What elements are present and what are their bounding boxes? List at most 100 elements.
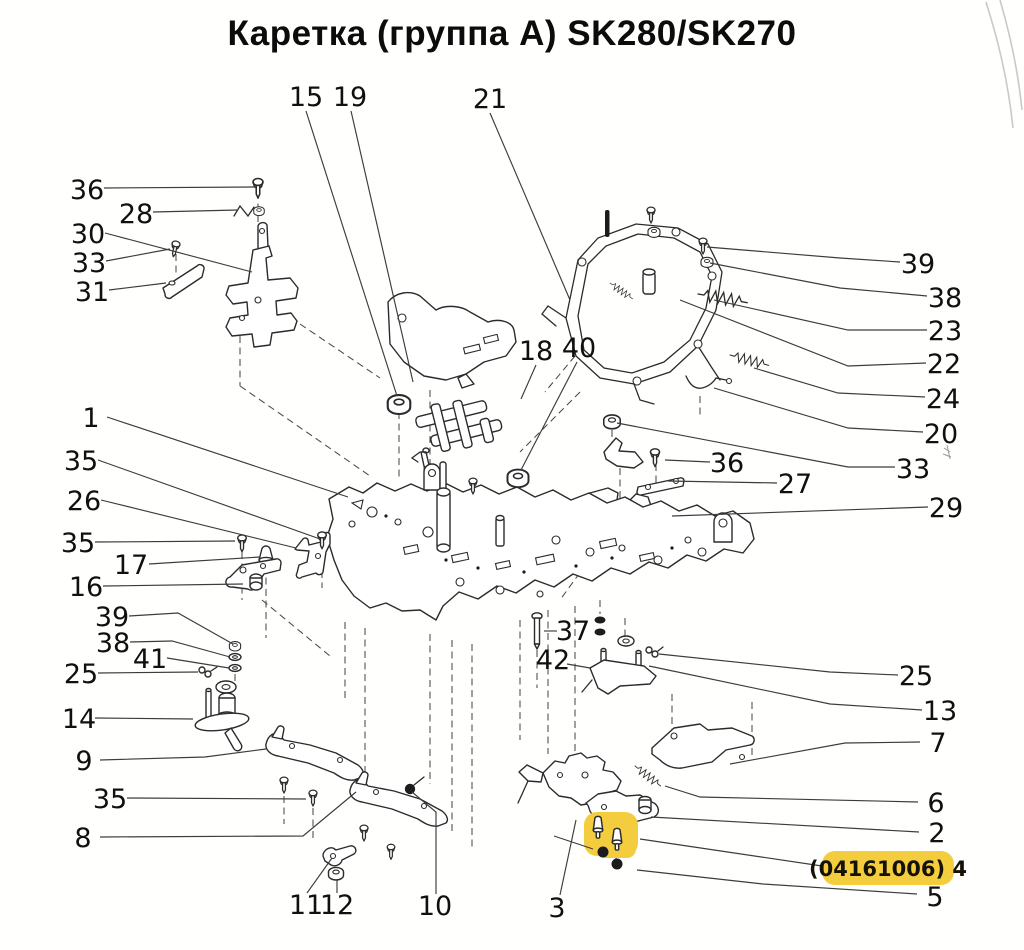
leader-line <box>616 422 895 468</box>
part-number-label: 21 <box>473 84 507 115</box>
leader-line <box>106 416 349 498</box>
part-number-label: 38 <box>928 283 962 314</box>
svg-text:(04161006) 4: (04161006) 4 <box>809 857 967 881</box>
part-12-nut <box>327 866 345 881</box>
leader-line <box>753 367 926 398</box>
part-14-cam-assembly <box>194 641 250 752</box>
part-21-wire-frame <box>541 206 771 430</box>
part-22-sleeve <box>642 268 656 295</box>
page-title: Каретка (группа А) SK280/SK270 <box>227 14 797 53</box>
scan-artifacts <box>942 0 1023 460</box>
part-number-label: 35 <box>93 784 127 815</box>
leader-line <box>100 499 297 549</box>
part-1-main-plate <box>326 461 755 621</box>
leader-line <box>636 869 918 895</box>
part-number-label: 16 <box>69 572 103 603</box>
part-number-label: 7 <box>929 728 946 759</box>
part-30-bracket-assembly <box>162 177 299 348</box>
leader-line <box>709 262 928 297</box>
leader-line <box>650 816 920 833</box>
leader-line <box>306 857 333 894</box>
leader-line <box>152 209 239 213</box>
leader-line <box>664 785 919 803</box>
leader-line <box>489 112 571 301</box>
highlighted-part-code: (04161006) 4 <box>639 838 967 885</box>
leader-line <box>648 665 923 711</box>
part-18-comb-plate <box>410 399 503 470</box>
part-number-label: 6 <box>927 788 944 819</box>
part-number-label: 19 <box>333 82 367 113</box>
part-number-label: 11 <box>289 890 323 921</box>
part-number-label: 39 <box>901 249 935 280</box>
part-number-label: 10 <box>418 891 452 922</box>
part-number-label: 33 <box>72 248 106 279</box>
part-number-label: 25 <box>64 659 98 690</box>
part-15-nut <box>386 394 412 416</box>
leader-line <box>679 299 927 367</box>
part-number-label: 9 <box>75 746 92 777</box>
part-number-label: 8 <box>74 823 91 854</box>
part-number-label: 15 <box>289 82 323 113</box>
leader-line <box>97 459 321 540</box>
part-40-nut <box>506 468 530 489</box>
part-number-label: 25 <box>899 661 933 692</box>
part-25-clip-right <box>645 646 664 658</box>
leader-line <box>713 299 927 331</box>
leader-line <box>305 110 398 397</box>
leader-line <box>520 361 578 471</box>
part-19-plate <box>387 291 517 389</box>
part-number-label: 29 <box>929 493 963 524</box>
leader-line <box>411 791 437 894</box>
part-6-spring <box>632 762 664 790</box>
highlight-label-box <box>822 851 954 885</box>
leader-line <box>664 459 711 463</box>
part-number-label: 24 <box>926 384 960 415</box>
leader-line <box>99 748 267 761</box>
part-number-label: 31 <box>75 277 109 308</box>
leader-line <box>94 717 194 720</box>
part-24-spring <box>728 349 771 371</box>
part-number-label: 22 <box>927 349 961 380</box>
leader-line <box>108 282 167 291</box>
part-42-assembly <box>581 616 664 695</box>
part-number-label: 26 <box>67 486 101 517</box>
part-number-label: 33 <box>896 454 930 485</box>
leader-line <box>729 741 921 765</box>
part-number-label: 27 <box>778 469 812 500</box>
part-33-nut <box>602 414 622 430</box>
part-20-wire <box>685 375 733 389</box>
part-number-label: 13 <box>923 696 957 727</box>
part-number-label: 28 <box>119 199 153 230</box>
part-number-label: 37 <box>556 616 590 647</box>
part-number-label: 36 <box>70 175 104 206</box>
part-number-label: 12 <box>320 890 354 921</box>
part-7-plate <box>651 723 755 769</box>
leader-line <box>166 657 230 669</box>
leader-line <box>104 232 253 273</box>
part-number-label: 17 <box>114 550 148 581</box>
part-number-label: 35 <box>64 446 98 477</box>
leader-line <box>126 797 307 800</box>
part-number-label: 14 <box>62 704 96 735</box>
part-number-label: 18 <box>519 336 553 367</box>
leader-line <box>350 110 414 383</box>
part-number-label: 23 <box>928 316 962 347</box>
part-9-rail <box>265 725 365 781</box>
part-16-bracket-assembly <box>225 531 327 591</box>
part-number-label: 2 <box>928 818 945 849</box>
leader-line <box>128 612 234 645</box>
leader-line <box>97 671 199 674</box>
leader-line <box>99 791 357 838</box>
part-37-screw <box>531 612 543 650</box>
part-number-label: 1 <box>82 403 99 434</box>
part-11-lever <box>322 845 357 867</box>
leader-line <box>559 819 577 896</box>
leader-line <box>713 387 924 433</box>
part-number-label: 38 <box>96 628 130 659</box>
leader-line <box>667 480 778 484</box>
part-27-strip <box>636 477 685 496</box>
part-3-bracket <box>517 752 622 806</box>
leader-line <box>129 640 231 658</box>
